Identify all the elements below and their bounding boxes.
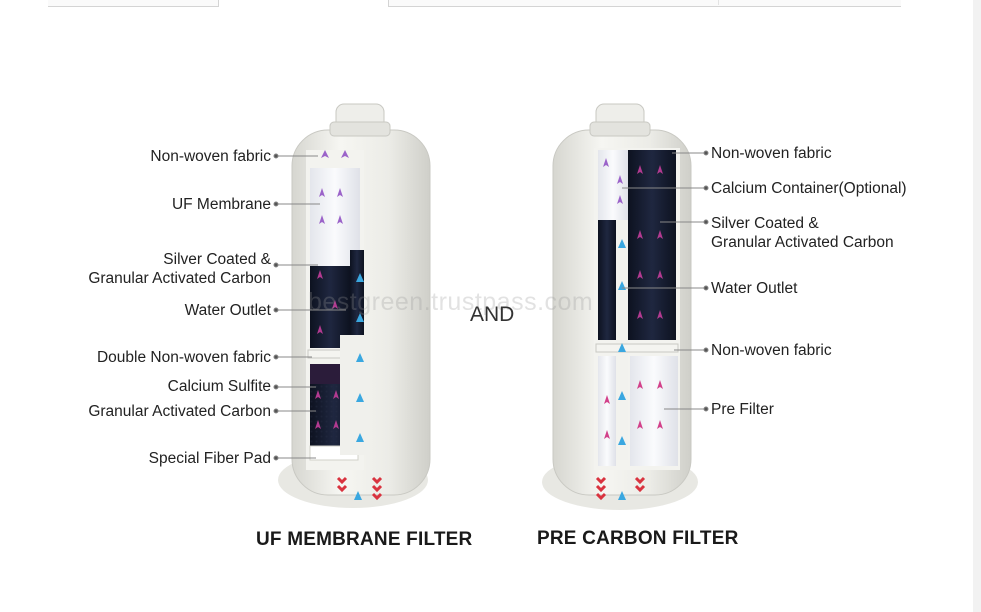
label-pre-filter: Pre Filter: [711, 401, 774, 418]
label-non-woven-fabric-top: Non-woven fabric: [711, 145, 832, 162]
label-granular-activated-carbon-1: Granular Activated Carbon: [88, 270, 271, 287]
pre-carbon-filter-title: PRE CARBON FILTER: [537, 528, 739, 549]
tab-2[interactable]: [388, 0, 901, 7]
right-leader-lines: [622, 150, 709, 412]
label-special-fiber-pad: Special Fiber Pad: [148, 450, 271, 467]
tab-3[interactable]: [718, 0, 901, 5]
and-separator: AND: [470, 303, 515, 326]
label-silver-coated-right: Silver Coated &: [711, 215, 819, 232]
label-uf-membrane: UF Membrane: [171, 196, 271, 213]
watermark: bestgreen.trustpass.com: [308, 288, 594, 316]
label-granular-activated-carbon-2: Granular Activated Carbon: [88, 403, 271, 420]
label-water-outlet: Water Outlet: [184, 302, 271, 319]
label-non-woven-fabric-bottom: Non-woven fabric: [711, 342, 832, 359]
left-leader-lines: [273, 153, 346, 461]
label-water-outlet-right: Water Outlet: [711, 280, 798, 297]
pre-carbon-filter-graphic: [542, 103, 698, 510]
label-calcium-sulfite: Calcium Sulfite: [167, 378, 271, 395]
label-non-woven-fabric: Non-woven fabric: [150, 148, 271, 165]
page-scrollbar[interactable]: [973, 0, 981, 612]
label-calcium-container: Calcium Container(Optional): [711, 180, 907, 197]
top-tab-strip: [0, 0, 981, 8]
label-granular-activated-carbon-right: Granular Activated Carbon: [711, 234, 894, 251]
uf-membrane-filter-title: UF MEMBRANE FILTER: [256, 529, 473, 550]
label-silver-coated: Silver Coated &: [163, 251, 271, 268]
label-double-non-woven-fabric: Double Non-woven fabric: [96, 349, 271, 366]
tab-1[interactable]: [48, 0, 219, 7]
